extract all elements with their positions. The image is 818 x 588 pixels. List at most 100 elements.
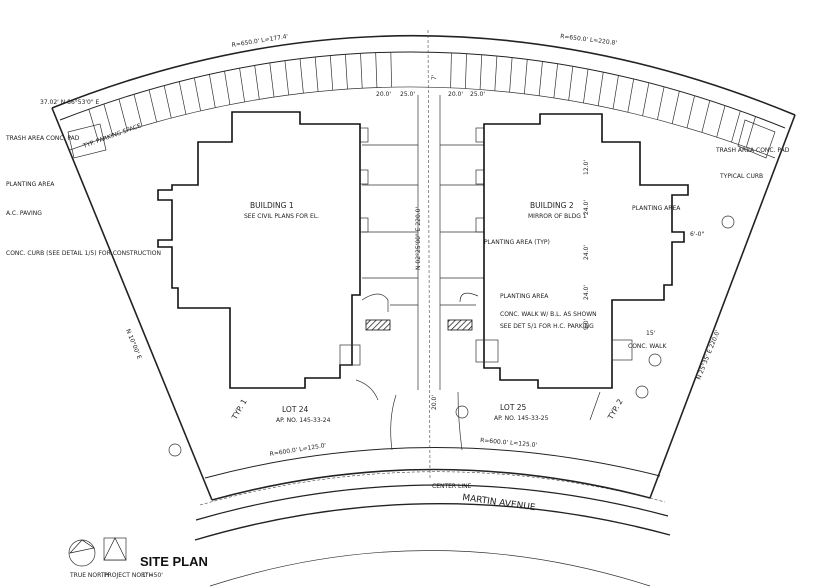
arc-top-right: R=650.0' L=220.8' bbox=[560, 33, 618, 47]
label-planting-b2: PLANTING AREA bbox=[632, 205, 681, 212]
martin-avenue-street bbox=[194, 471, 671, 587]
building-1-footprint bbox=[157, 111, 361, 389]
parking-stripe bbox=[133, 94, 143, 127]
building-1-note: SEE CIVIL PLANS FOR EL. bbox=[244, 213, 319, 220]
drawing-title: SITE PLAN bbox=[140, 554, 208, 569]
project-north-label: PROJECT NORTH bbox=[104, 572, 153, 579]
dim-misc-3: 6'-0" bbox=[690, 231, 704, 238]
bearing-left: N 10°00' E bbox=[124, 328, 143, 360]
label-ac-paving: A.C. PAVING bbox=[6, 210, 42, 217]
dim-row-3: 24.0' bbox=[583, 245, 590, 260]
bearing-right: N 25°35' E 220.0' bbox=[695, 329, 721, 381]
parking-stripe bbox=[671, 91, 680, 124]
parking-stripe bbox=[464, 53, 467, 89]
parking-stripe bbox=[627, 78, 635, 113]
dim-top-1: 20.0' bbox=[376, 91, 391, 98]
lot-25-name: LOT 25 bbox=[500, 403, 527, 412]
parking-stripe bbox=[450, 52, 452, 88]
parking-stripe bbox=[375, 52, 378, 88]
label-planting-center: PLANTING AREA bbox=[500, 293, 549, 300]
parking-stripe bbox=[209, 74, 216, 108]
parking-stripe bbox=[148, 89, 157, 123]
lot-24-apn: AP. NO. 145-33-24 bbox=[276, 417, 331, 424]
center-drive bbox=[417, 29, 441, 481]
dim-top-3: 20.0' bbox=[448, 91, 463, 98]
parking-stripe bbox=[284, 60, 290, 96]
parking-stripe bbox=[299, 58, 304, 94]
walks-and-accessible-parking bbox=[339, 292, 633, 451]
dim-row-1: 12.0' bbox=[583, 160, 590, 175]
parking-stripe bbox=[269, 62, 275, 98]
label-trash-right: TRASH AREA CONC. PAD bbox=[715, 147, 790, 154]
dim-misc-4: 15' bbox=[646, 330, 656, 337]
scale-label: 1"=50' bbox=[142, 572, 163, 579]
detail-callouts bbox=[168, 215, 735, 457]
label-conc-curb: CONC. CURB (SEE DETAIL 1/5) FOR CONSTRUC… bbox=[6, 250, 161, 257]
label-planting-typ: PLANTING AREA (TYP) bbox=[484, 239, 550, 246]
parking-stripe bbox=[360, 53, 363, 89]
label-typ-2: TYP. 2 bbox=[605, 397, 624, 422]
dim-row-2: 24.0' bbox=[583, 200, 590, 215]
dim-row-4: 24.0' bbox=[583, 285, 590, 300]
parking-stripe bbox=[254, 65, 260, 100]
parking-stripe bbox=[193, 77, 201, 111]
center-parking-bays bbox=[359, 127, 485, 279]
building-2-footprint bbox=[483, 113, 689, 389]
dim-row-5: 9.0' bbox=[583, 318, 590, 330]
street-label: MARTIN AVENUE bbox=[462, 493, 537, 513]
label-conc-walk-right: CONC. WALK bbox=[628, 343, 667, 350]
parking-stripe bbox=[509, 57, 513, 93]
parking-stripe bbox=[642, 82, 650, 116]
drawing-labels: SITE PLAN TRUE NORTH PROJECT NORTH 1"=50… bbox=[5, 33, 790, 579]
property-boundary bbox=[51, 34, 796, 501]
parking-stripe bbox=[524, 59, 528, 94]
dim-misc-1: 7' bbox=[431, 74, 438, 80]
parking-stripe bbox=[163, 85, 172, 119]
parking-stripe bbox=[701, 100, 711, 133]
parking-stripe bbox=[716, 105, 726, 138]
parking-stripe bbox=[597, 72, 604, 106]
parking-stripe bbox=[745, 116, 756, 148]
label-conc-walk: CONC. WALK W/ B.L. AS SHOWN bbox=[500, 311, 597, 318]
parking-stripe bbox=[553, 63, 559, 99]
parking-stripe bbox=[657, 86, 665, 120]
true-north-label: TRUE NORTH bbox=[69, 572, 109, 579]
bearing-center: N 02°25'00" E 220.0' bbox=[415, 207, 422, 270]
arc-bottom-right: R=600.0' L=125.0' bbox=[480, 437, 538, 449]
arc-top-left: R=650.0' L=177.4' bbox=[231, 33, 289, 49]
parking-stripe bbox=[224, 71, 231, 105]
dim-misc-2: 20.0' bbox=[431, 395, 438, 410]
label-typ-curb: TYPICAL CURB bbox=[719, 173, 763, 180]
parking-stripe bbox=[103, 103, 113, 136]
dim-top-2: 25.0' bbox=[400, 91, 415, 98]
parking-stripe bbox=[314, 56, 319, 92]
lot-25-apn: AP. NO. 145-33-25 bbox=[494, 415, 549, 422]
parking-stripe bbox=[612, 75, 619, 109]
trash-pads bbox=[67, 119, 776, 159]
building-1-name: BUILDING 1 bbox=[250, 201, 294, 210]
parking-stripe bbox=[390, 52, 392, 88]
parking-stripe bbox=[568, 66, 574, 101]
building-2-note: MIRROR OF BLDG 1 bbox=[528, 213, 587, 220]
dim-top-4: 25.0' bbox=[470, 91, 485, 98]
building-2-name: BUILDING 2 bbox=[530, 201, 574, 210]
label-typ-1: TYP. 1 bbox=[229, 397, 248, 422]
corner-left: 37.02' N 86°53'0" E bbox=[40, 99, 100, 106]
label-see-detail: SEE DET 5/1 FOR H.C. PARKING bbox=[500, 323, 594, 330]
parking-stripes bbox=[69, 52, 776, 159]
parking-stripe bbox=[345, 54, 348, 90]
parking-stripe bbox=[583, 68, 589, 104]
parking-stripe bbox=[239, 68, 245, 102]
parking-stripe bbox=[88, 109, 99, 141]
parking-stripe bbox=[494, 55, 498, 91]
parking-stripe bbox=[538, 61, 543, 96]
parking-stripe bbox=[118, 98, 128, 131]
lot-24-name: LOT 24 bbox=[282, 405, 309, 414]
parking-curb-line bbox=[69, 86, 776, 159]
parking-stripe bbox=[731, 110, 741, 143]
parking-stripe bbox=[479, 54, 483, 90]
label-planting-left: PLANTING AREA bbox=[6, 181, 55, 188]
centerline-label: CENTER LINE bbox=[432, 483, 472, 490]
north-arrows bbox=[68, 537, 127, 567]
